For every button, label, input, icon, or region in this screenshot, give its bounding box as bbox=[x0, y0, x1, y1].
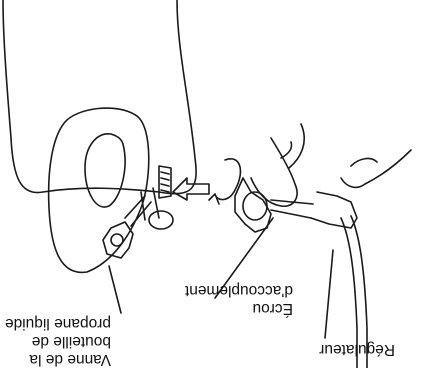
coupling-nut bbox=[235, 178, 271, 232]
valve-stem bbox=[125, 196, 151, 226]
outlet-threads bbox=[161, 172, 169, 192]
hand-upper bbox=[251, 124, 304, 206]
connection-arrows bbox=[173, 159, 240, 204]
leader-lines bbox=[109, 218, 333, 338]
leader-line-regulator bbox=[325, 250, 333, 338]
handwheel-hub bbox=[111, 234, 123, 246]
hands bbox=[251, 124, 411, 206]
coupling-nut-label: Écrou d'accouplement bbox=[185, 281, 293, 317]
regulator-label: Régulateur bbox=[319, 340, 395, 358]
hand-lower bbox=[341, 150, 411, 187]
propane-tank bbox=[3, 0, 196, 272]
valve-label: Vanne de la bouteille de propane liquide bbox=[5, 314, 111, 368]
tank-collar-opening bbox=[85, 134, 125, 207]
thumb bbox=[281, 142, 292, 158]
coupling-nut-wings bbox=[235, 178, 271, 232]
regulator-body bbox=[311, 192, 357, 228]
tank-body bbox=[3, 0, 196, 194]
leader-line-valve bbox=[109, 266, 121, 313]
regulator-stem bbox=[271, 200, 313, 218]
handwheel-rim bbox=[103, 222, 133, 258]
tank-guard-hole bbox=[149, 211, 173, 229]
